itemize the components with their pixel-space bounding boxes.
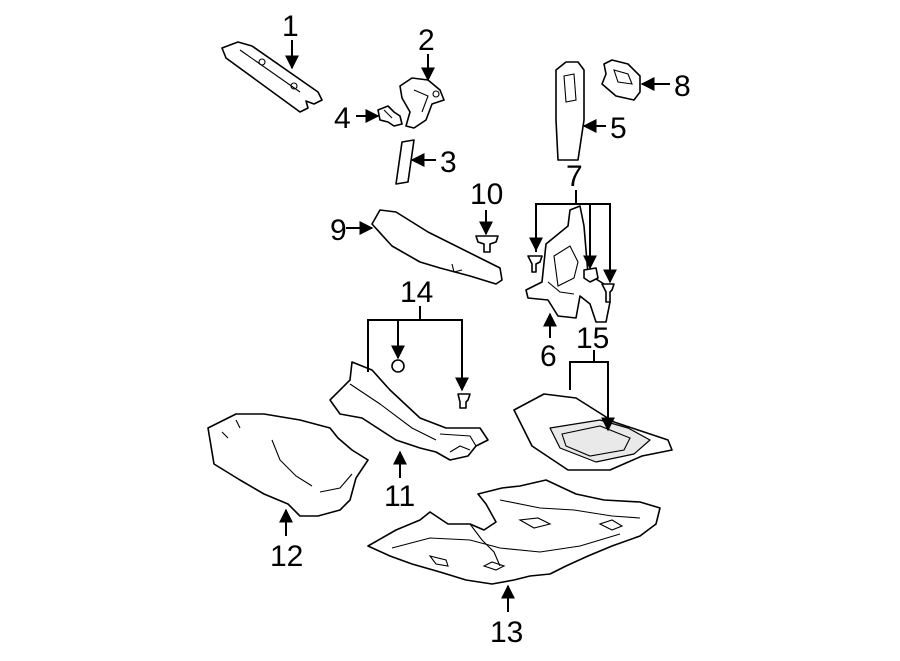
callout-14: 14 [400,276,433,309]
part-7-fasteners [527,255,615,303]
callout-labels: 1 2 3 4 5 6 7 8 9 10 11 12 13 14 15 [270,10,691,649]
callout-3: 3 [440,146,457,179]
part-9-sill-plate [371,209,503,285]
part-12-floor-panel [207,413,369,517]
part-2-bracket [399,77,445,129]
part-15-floor-pad [513,393,673,471]
part-11-kick-panel [329,361,489,461]
part-4-bolt [377,105,403,127]
part-8-cover [601,59,641,101]
callout-9: 9 [330,214,347,247]
part-10-clip [475,235,499,253]
callout-10: 10 [470,178,503,211]
callout-2: 2 [418,24,435,57]
part-6-pillar-lower-trim [525,205,611,323]
callout-12: 12 [270,540,303,573]
part-1-trim-strip [221,41,323,113]
part-5-pillar-trim [555,61,585,161]
callout-8: 8 [674,70,691,103]
leader-lines [279,40,670,612]
callout-15: 15 [576,322,609,355]
part-3-strip [395,139,415,185]
part-13-floor-carpet [367,479,661,585]
callout-1: 1 [282,10,299,43]
callout-4: 4 [334,102,351,135]
callout-6: 6 [540,340,557,373]
callout-7: 7 [566,160,583,193]
callout-5: 5 [610,112,627,145]
callout-11: 11 [384,480,415,513]
callout-13: 13 [490,616,523,649]
